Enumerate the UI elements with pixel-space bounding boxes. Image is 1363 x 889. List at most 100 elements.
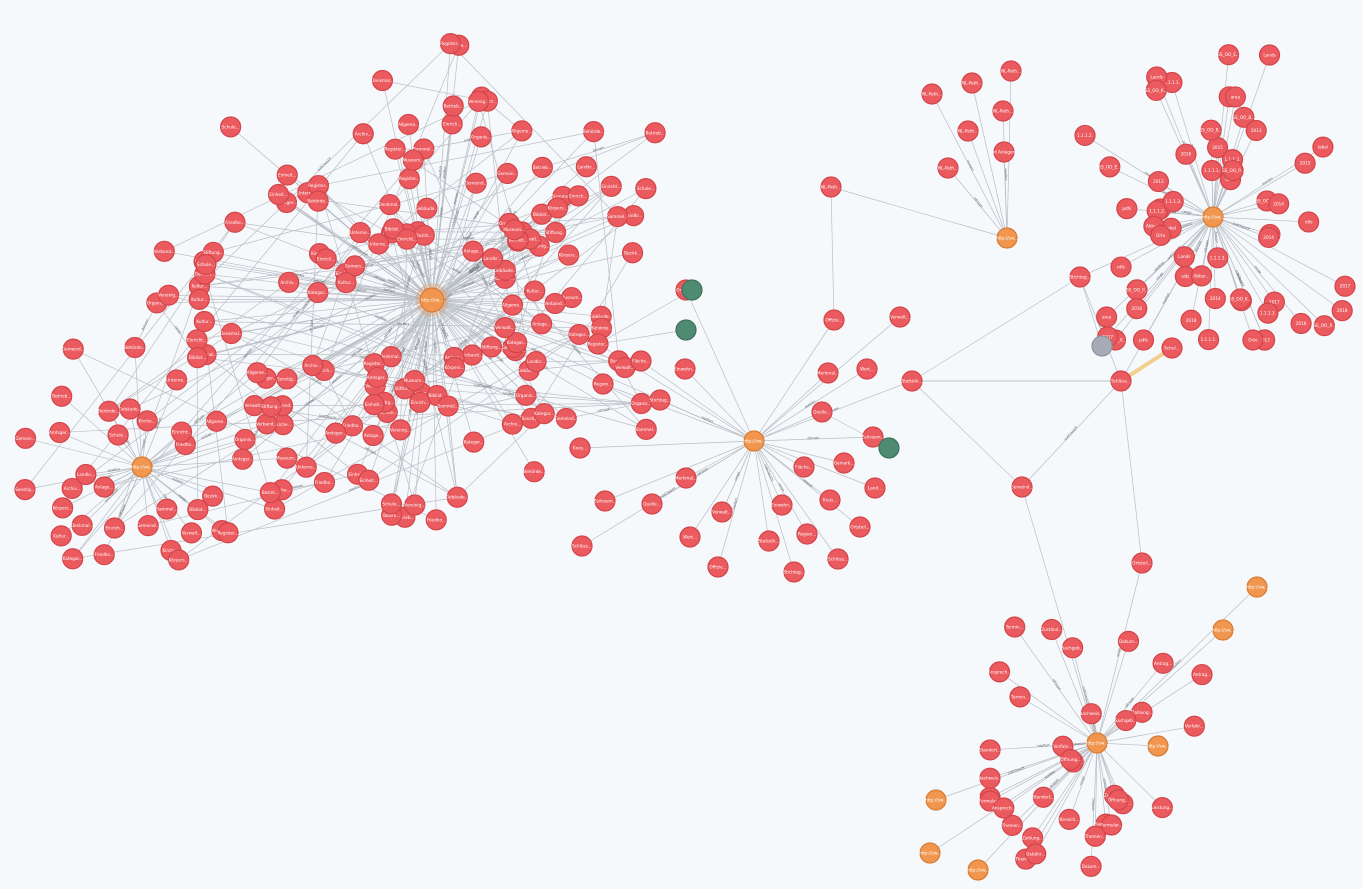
- class-node-circle[interactable]: [186, 329, 208, 351]
- class-node[interactable]: NL-Path...: [921, 83, 943, 105]
- class-node-circle[interactable]: [404, 494, 426, 516]
- class-node[interactable]: Dokum...: [1080, 855, 1102, 877]
- class-node[interactable]: Lands: [1258, 44, 1281, 66]
- class-node-circle[interactable]: [993, 797, 1015, 819]
- class-node[interactable]: Antrag...: [1152, 652, 1174, 674]
- class-node[interactable]: Sammel...: [607, 205, 629, 228]
- class-node-circle[interactable]: [1025, 843, 1047, 865]
- class-node[interactable]: Betrieb...: [531, 156, 553, 178]
- class-node[interactable]: SS_OO_P...: [1222, 159, 1244, 182]
- class-node-circle[interactable]: [260, 396, 282, 418]
- hub-node-circle[interactable]: [996, 227, 1018, 249]
- class-node-circle[interactable]: [119, 398, 141, 420]
- class-node[interactable]: Behörde...: [523, 461, 545, 483]
- class-node[interactable]: Register...: [439, 33, 462, 55]
- class-node-circle[interactable]: [674, 358, 696, 380]
- class-node-circle[interactable]: [503, 219, 525, 241]
- class-node[interactable]: Ortsteil...: [849, 516, 871, 538]
- class-node[interactable]: Offizie...: [707, 556, 729, 578]
- class-node[interactable]: Termin...: [1004, 616, 1026, 638]
- class-node[interactable]: Schlüss...: [571, 535, 593, 557]
- class-node[interactable]: Stichtag...: [783, 561, 805, 583]
- class-node-circle[interactable]: [1000, 60, 1022, 82]
- class-node-circle[interactable]: [1183, 715, 1205, 737]
- class-node-circle[interactable]: [1200, 119, 1222, 141]
- hub-node[interactable]: http://sw...: [919, 842, 941, 864]
- class-node[interactable]: 1.1.1.2.: [1074, 124, 1096, 147]
- class-node-circle[interactable]: [621, 242, 644, 264]
- class-node[interactable]: Einricht...: [170, 421, 193, 443]
- class-node-circle[interactable]: [302, 354, 324, 377]
- class-node[interactable]: Organis...: [630, 392, 652, 415]
- class-node-circle[interactable]: [1001, 814, 1023, 836]
- class-node-circle[interactable]: [1197, 328, 1220, 351]
- class-node-circle[interactable]: [276, 164, 298, 186]
- class-node-circle[interactable]: [524, 280, 546, 302]
- class-node-circle[interactable]: [1099, 156, 1121, 178]
- class-node[interactable]: Einrich...: [567, 185, 589, 207]
- class-node-circle[interactable]: [441, 113, 463, 135]
- class-node[interactable]: Fläche...: [630, 350, 652, 372]
- class-node-circle[interactable]: [98, 400, 120, 422]
- class-node-circle[interactable]: [793, 456, 815, 478]
- class-node-circle[interactable]: [711, 501, 733, 523]
- class-node[interactable]: Offizie...: [823, 309, 845, 331]
- class-node[interactable]: Archiv...: [501, 413, 523, 435]
- class-node[interactable]: 2017: [1334, 275, 1356, 297]
- class-node[interactable]: Friedho...: [224, 211, 246, 233]
- class-node[interactable]: Unterne...: [295, 456, 317, 478]
- class-node[interactable]: Einwohn...: [674, 358, 696, 380]
- class-node[interactable]: Allgeme...: [397, 113, 420, 136]
- class-node-circle[interactable]: [1298, 211, 1320, 233]
- class-node-circle[interactable]: [937, 157, 959, 179]
- class-node-circle[interactable]: [1204, 287, 1226, 310]
- hub-node-circle[interactable]: [1246, 576, 1268, 598]
- class-node[interactable]: Bezirk...: [413, 224, 435, 246]
- class-node[interactable]: Fläche...: [793, 456, 815, 478]
- class-node[interactable]: Vereinig...: [158, 284, 180, 306]
- class-node-circle[interactable]: [901, 370, 923, 392]
- class-node-circle[interactable]: [506, 331, 528, 354]
- class-node-circle[interactable]: [587, 333, 609, 355]
- class-node[interactable]: Behörde...: [98, 400, 120, 422]
- class-node[interactable]: Kategor...: [533, 403, 555, 425]
- class-node-circle[interactable]: [1312, 136, 1334, 158]
- class-node[interactable]: Einheit...: [358, 469, 380, 491]
- class-node[interactable]: Archiv...: [302, 354, 324, 377]
- class-node-circle[interactable]: [14, 479, 36, 501]
- class-node[interactable]: Bereich...: [1058, 808, 1080, 830]
- class-node[interactable]: Bibliot...: [187, 498, 209, 521]
- class-node[interactable]: Gebühr...: [1025, 843, 1047, 865]
- class-node-circle[interactable]: [558, 244, 580, 266]
- class-node-circle[interactable]: [1117, 630, 1140, 652]
- class-node-circle[interactable]: [820, 176, 842, 198]
- class-node[interactable]: Kultur...: [524, 280, 546, 302]
- class-node-circle[interactable]: [533, 403, 555, 425]
- class-node-circle[interactable]: [849, 516, 871, 538]
- class-node[interactable]: Schule...: [220, 116, 242, 138]
- class-node-circle[interactable]: [234, 428, 256, 451]
- instance-node-circle[interactable]: [681, 279, 703, 301]
- class-node[interactable]: Schule...: [195, 253, 217, 276]
- class-node-circle[interactable]: [463, 431, 485, 453]
- class-node-circle[interactable]: [961, 72, 983, 94]
- class-node[interactable]: Bibliot...: [187, 346, 209, 369]
- class-node-circle[interactable]: [344, 255, 366, 277]
- class-node-circle[interactable]: [1152, 652, 1174, 674]
- class-node[interactable]: Anlage...: [462, 240, 484, 262]
- class-node-circle[interactable]: [398, 168, 420, 190]
- class-node[interactable]: Register...: [217, 522, 239, 544]
- class-node-circle[interactable]: [1290, 312, 1312, 335]
- class-node-circle[interactable]: [217, 522, 239, 544]
- hub-node[interactable]: http://sw...: [1086, 732, 1108, 754]
- class-node[interactable]: Vereinig...: [468, 90, 490, 113]
- instance-node[interactable]: [878, 437, 900, 459]
- class-node[interactable]: Verband...: [544, 292, 566, 315]
- class-node[interactable]: Amtsger...: [367, 366, 388, 389]
- class-node-circle[interactable]: [49, 421, 71, 444]
- class-node-circle[interactable]: [568, 323, 590, 346]
- class-node-circle[interactable]: [531, 313, 553, 335]
- class-node-circle[interactable]: [380, 493, 403, 515]
- class-node-circle[interactable]: [1080, 703, 1102, 725]
- class-node-circle[interactable]: [501, 294, 524, 316]
